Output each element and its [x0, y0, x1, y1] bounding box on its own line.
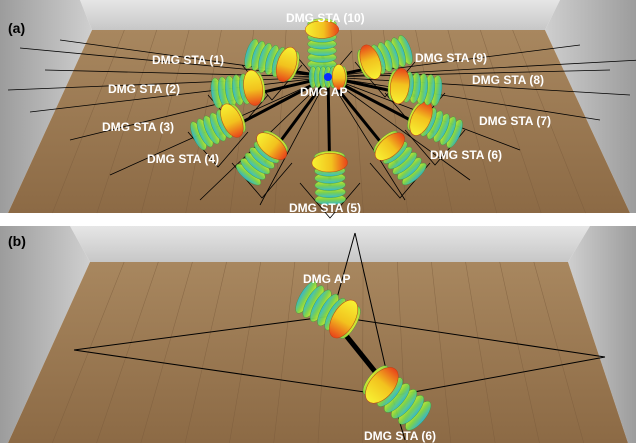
- beam-pattern: [387, 68, 443, 107]
- sta-label-4: DMG STA (4): [147, 152, 219, 166]
- beam-pattern: [357, 35, 413, 80]
- beam-line: [327, 76, 601, 121]
- floor-plank-line: [431, 261, 452, 443]
- floor-plank-line: [273, 261, 296, 443]
- beam-pattern: [244, 38, 300, 82]
- main-lobe: [243, 69, 263, 106]
- floor-plank-line: [184, 261, 227, 443]
- floor-plank-line: [96, 29, 157, 214]
- beam-pattern: [311, 150, 348, 206]
- floor-plank-line: [480, 29, 542, 214]
- beam-pattern: [308, 64, 348, 90]
- main-lobe: [359, 44, 382, 80]
- main-lobe: [390, 68, 410, 105]
- panel-b: (b) DMG AP DMG STA (6): [0, 226, 636, 443]
- beam-pattern: [190, 103, 246, 151]
- main-lobe: [331, 64, 346, 90]
- panel-b-left-wall: [0, 226, 90, 443]
- beam-line: [29, 76, 329, 113]
- beam-line: [327, 76, 406, 201]
- beam-line: [299, 182, 361, 219]
- panel-a-ap-marker: [324, 73, 332, 81]
- sta-label-8: DMG STA (8): [472, 73, 544, 87]
- panel-a-back-wall: [80, 0, 560, 30]
- panel-a-left-wall: [0, 0, 92, 213]
- sta-label-6: DMG STA (6): [430, 148, 502, 162]
- beam-pattern: [373, 130, 427, 186]
- panel-b-right-wall: [568, 226, 636, 443]
- panel-a-beam-patterns: [190, 18, 463, 206]
- panel-b-tag: (b): [8, 233, 26, 249]
- panel-b-sta-label: DMG STA (6): [364, 429, 436, 443]
- sta-label-2: DMG STA (2): [108, 82, 180, 96]
- beam-pattern: [362, 365, 432, 431]
- sta-label-10: DMG STA (10): [286, 11, 365, 25]
- main-lobe: [256, 132, 287, 160]
- main-lobe: [220, 103, 244, 138]
- beam-line: [7, 76, 329, 91]
- floor-plank-line: [229, 261, 262, 443]
- beam-pattern: [304, 18, 340, 70]
- floor-plank-line: [52, 29, 125, 214]
- beam-pattern: [210, 69, 266, 109]
- beam-line: [327, 76, 631, 96]
- beam-pattern: [407, 101, 463, 149]
- beam-line: [259, 76, 329, 206]
- panel-b-back-wall: [70, 226, 590, 262]
- floor-plank-line: [140, 29, 190, 214]
- main-lobe: [365, 367, 399, 404]
- main-lobe: [374, 132, 405, 161]
- sta-label-5: DMG STA (5): [289, 201, 361, 215]
- panel-a-tag: (a): [8, 20, 25, 36]
- panel-a: (a) DMG AP DMG STA (1) DMG STA (2) DMG S…: [0, 0, 636, 219]
- main-lobe: [304, 20, 340, 39]
- main-lobe: [311, 153, 348, 173]
- floor-plank-line: [140, 261, 193, 443]
- beam-pattern: [235, 130, 289, 186]
- sta-label-3: DMG STA (3): [102, 120, 174, 134]
- beam-pattern: [295, 281, 361, 339]
- main-lobe: [276, 46, 298, 82]
- panel-a-ap-label: DMG AP: [300, 85, 348, 99]
- sta-label-9: DMG STA (9): [415, 51, 487, 65]
- floor-plank-line: [533, 261, 585, 443]
- beam-line: [327, 76, 471, 181]
- sta-label-1: DMG STA (1): [152, 53, 224, 67]
- floor-plank-line: [499, 261, 540, 443]
- sta-label-7: DMG STA (7): [479, 114, 551, 128]
- floor-plank-line: [512, 29, 586, 214]
- panel-b-ap-label: DMG AP: [303, 272, 351, 286]
- panel-a-right-wall: [545, 0, 636, 213]
- floor-plank-line: [465, 261, 496, 443]
- floor-plank-line: [96, 261, 159, 443]
- main-lobe: [329, 299, 359, 339]
- panel-b-beam-patterns: [295, 281, 432, 431]
- floor-plank-line: [350, 29, 364, 214]
